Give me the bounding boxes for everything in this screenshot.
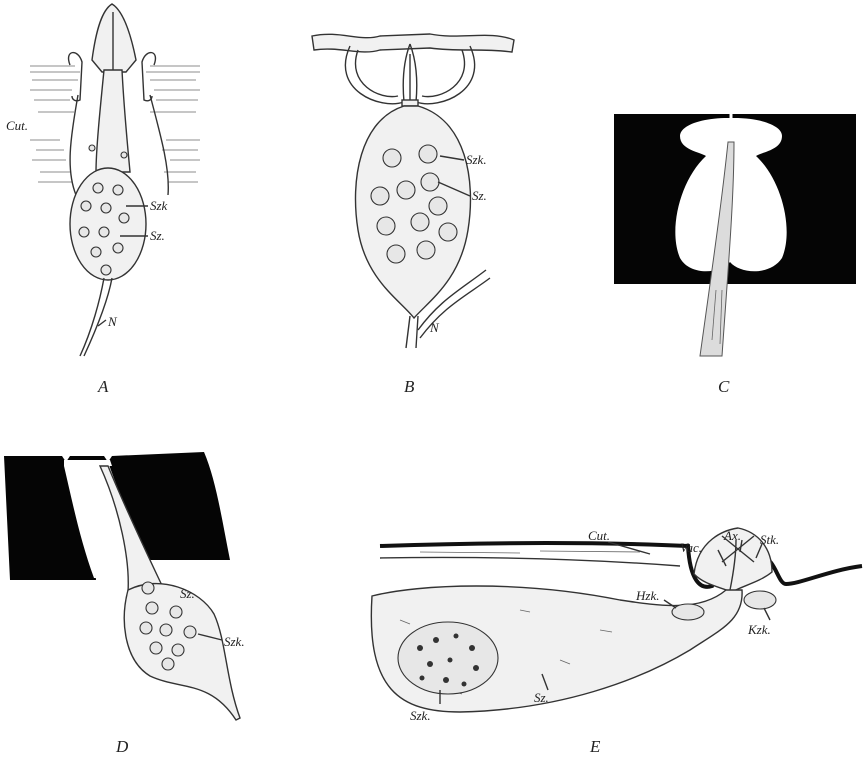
panel-b-nerve: [406, 316, 410, 348]
panel-b-dome: [345, 44, 410, 104]
panel-a-cuticle-left: [30, 66, 80, 195]
panel-d-label-szk: Szk.: [224, 634, 245, 649]
panel-d-label-sz: Sz.: [180, 586, 195, 601]
panel-e-caption: E: [589, 737, 601, 756]
panel-e-kzk-cell: [744, 591, 776, 609]
panel-a-spine: [92, 4, 136, 72]
panel-e-label-kzk: Kzk.: [747, 622, 771, 637]
panel-e-label-szk: Szk.: [410, 708, 431, 723]
panel-b-label-n: N: [429, 320, 440, 335]
panel-e-label-stk: Stk.: [760, 532, 779, 547]
panel-e-label-vac: Vac.: [680, 540, 702, 555]
panel-d-black-cuticle: [4, 452, 230, 580]
panel-e-hzk-cell: [672, 604, 704, 620]
panel-d: Sz. Szk. D: [4, 452, 245, 756]
panel-c-caption: C: [718, 377, 730, 396]
panel-e-label-cut: Cut.: [588, 528, 610, 543]
panel-e-cuticle: [380, 543, 862, 587]
panel-e-label-sz: Sz.: [534, 690, 549, 705]
panel-b-cuticle: [312, 34, 514, 52]
panel-a-label-szk: Szk: [150, 198, 168, 213]
panel-e: Cut. Vac. Ax. Stk. Hzk. Kzk. Szk. Sz. E: [371, 528, 862, 756]
panel-a-cuticle-right: [146, 66, 200, 195]
panel-a-label-sz: Sz.: [150, 228, 165, 243]
panel-a-label-cut: Cut.: [6, 118, 28, 133]
panel-b-caption: B: [404, 377, 415, 396]
panel-a: Cut. Szk Sz. N A: [6, 4, 200, 396]
panel-b-label-sz: Sz.: [472, 188, 487, 203]
panel-b: Szk. Sz. N B: [312, 34, 514, 396]
panel-a-label-n: N: [107, 314, 118, 329]
panel-e-nucleus: [398, 622, 498, 694]
panel-e-label-hzk: Hzk.: [635, 588, 659, 603]
panel-e-label-ax: Ax.: [723, 528, 741, 543]
panel-b-sense-cell: [355, 106, 470, 318]
panel-a-sense-cell: [70, 168, 146, 280]
panel-b-label-szk: Szk.: [466, 152, 487, 167]
panel-c: C: [614, 112, 856, 396]
panel-a-caption: A: [97, 377, 109, 396]
panel-d-caption: D: [115, 737, 129, 756]
